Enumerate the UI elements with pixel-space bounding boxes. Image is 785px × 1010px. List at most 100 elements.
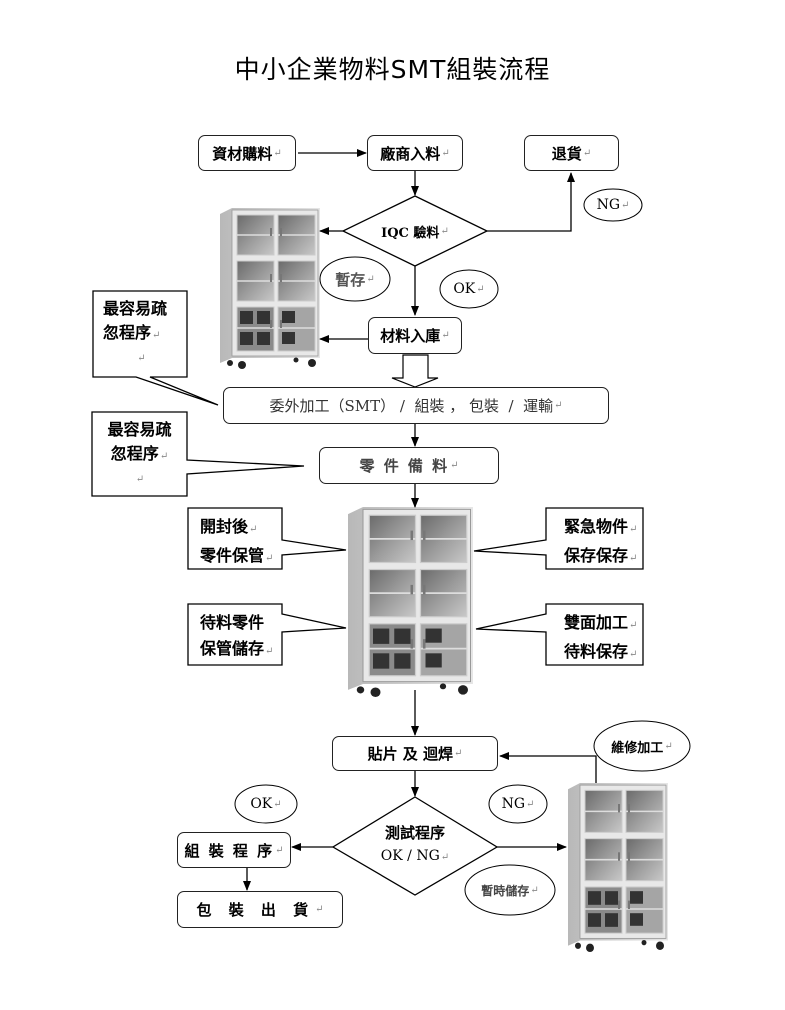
callout-line: 待料保存↵ <box>564 639 637 668</box>
ok-text: OK <box>453 281 476 297</box>
node-return-goods: 退貨↵ <box>524 135 619 171</box>
return-mark: ↵ <box>265 646 274 657</box>
return-mark: ↵ <box>454 748 463 759</box>
callout-pending-parts: 待料零件 保管儲存↵ <box>190 606 283 669</box>
node-parts-prep-label: 零 件 備 料 <box>359 457 450 475</box>
temp-storage-text: 暫存 <box>335 270 366 289</box>
node-test: 測試程序 OK / NG↵ <box>360 822 470 868</box>
return-mark: ↵ <box>315 904 324 915</box>
return-mark: ↵ <box>366 273 375 285</box>
return-mark: ↵ <box>249 524 258 535</box>
repair-label: 維修加工↵ <box>594 737 690 756</box>
ng-ellipse-bottom <box>488 784 548 824</box>
return-mark: ↵ <box>265 553 274 564</box>
callout-overlooked-2: 最容易疏 忽程序↵ ↵ <box>92 414 187 492</box>
return-mark: ↵ <box>629 620 638 631</box>
callout-line-text: 開封後 <box>200 517 249 536</box>
return-mark: ↵ <box>152 330 161 341</box>
ng-label-bottom: NG↵ <box>489 795 547 813</box>
return-mark: ↵ <box>582 147 592 159</box>
callout-line: 雙面加工↵ <box>564 610 637 639</box>
ok-ellipse-bottom <box>234 784 298 824</box>
arrow-repair-to-smt <box>499 752 597 783</box>
callout-line: 保存保存↵ <box>564 543 637 572</box>
return-mark: ↵ <box>275 844 284 856</box>
node-assembly: 組 裝 程 序↵ <box>177 832 291 868</box>
dry-cabinet-image-middle <box>347 506 474 698</box>
node-pack-ship-label: 包 裝 出 貨 <box>196 901 315 919</box>
node-parts-prep: 零 件 備 料↵ <box>319 447 499 484</box>
callout-line: ↵ <box>103 348 179 367</box>
ok-text: OK <box>250 796 273 812</box>
return-mark: ↵ <box>629 649 638 660</box>
callout-line-text: 保管儲存 <box>200 639 265 658</box>
return-mark: ↵ <box>273 798 282 810</box>
return-mark: ↵ <box>137 353 146 364</box>
node-assembly-label: 組 裝 程 序 <box>184 841 275 860</box>
callout-shape-overlooked-1 <box>92 290 219 406</box>
return-mark: ↵ <box>629 524 638 535</box>
node-return-goods-label: 退貨 <box>551 144 582 163</box>
callout-line: 待料零件 <box>200 613 265 632</box>
return-mark: ↵ <box>441 330 450 341</box>
ok-label-top: OK↵ <box>440 280 498 298</box>
callout-overlooked-1: 最容易疏 忽程序↵ ↵ <box>95 293 187 371</box>
dry-cabinet-image-top <box>219 207 321 370</box>
node-smt-reflow: 貼片 及 迴焊↵ <box>332 736 498 771</box>
return-mark: ↵ <box>440 851 450 863</box>
callout-line: 緊急物件↵ <box>564 514 637 543</box>
return-mark: ↵ <box>629 553 638 564</box>
node-test-label: 測試程序 <box>384 823 445 842</box>
ng-text: NG <box>596 197 621 213</box>
callout-line: 零件保管↵ <box>200 543 273 572</box>
ok-ellipse-top <box>439 269 499 309</box>
ng-text: NG <box>501 796 526 812</box>
node-vendor-incoming-label: 廠商入料 <box>380 144 441 163</box>
callout-line: 開封後↵ <box>200 514 273 543</box>
callout-line: 最容易疏 <box>103 299 168 318</box>
repair-ellipse <box>593 720 691 772</box>
test-decision-diamond <box>331 796 499 896</box>
callout-shape-overlooked-2 <box>91 411 305 497</box>
node-vendor-incoming: 廠商入料↵ <box>367 135 463 171</box>
callout-line-text: 雙面加工 <box>564 613 629 632</box>
repair-text: 維修加工 <box>611 740 664 756</box>
temp-storage-ellipse <box>319 256 391 302</box>
callout-line: 最容易疏 <box>107 420 172 439</box>
node-purchase: 資材購料↵ <box>198 135 296 171</box>
callout-line-text: 緊急物件 <box>564 517 629 536</box>
return-mark: ↵ <box>273 147 282 159</box>
callout-shape-double-side <box>475 603 644 666</box>
callout-line: ↵ <box>98 469 181 488</box>
temp-storage-label: 暫存↵ <box>320 268 390 290</box>
node-test-result-label: OK / NG↵ <box>381 845 449 869</box>
return-mark: ↵ <box>476 283 485 295</box>
block-arrow-down <box>391 354 439 388</box>
callout-urgent: 緊急物件↵ 保存保存↵ <box>554 510 647 576</box>
return-mark: ↵ <box>450 460 459 471</box>
node-iqc-label: IQC 驗料 <box>381 225 440 241</box>
callout-after-open: 開封後↵ 零件保管↵ <box>190 510 283 576</box>
temp-storage-bottom-text: 暫時儲存 <box>481 883 530 898</box>
return-mark: ↵ <box>621 199 630 211</box>
return-mark: ↵ <box>135 474 145 485</box>
node-smt-reflow-label: 貼片 及 迴焊 <box>367 745 454 763</box>
node-outsource: 委外加工（SMT） / 組裝 ， 包裝 / 運輸↵ <box>223 387 609 424</box>
node-warehouse-in: 材料入庫↵ <box>368 317 462 354</box>
callout-double-side: 雙面加工↵ 待料保存↵ <box>554 606 647 672</box>
callout-line-text: 忽程序 <box>110 444 159 463</box>
node-purchase-label: 資材購料 <box>212 144 273 163</box>
node-pack-ship: 包 裝 出 貨↵ <box>177 891 343 928</box>
return-mark: ↵ <box>664 740 673 752</box>
arrow-iqc-ng-to-return <box>487 172 575 232</box>
page-title: 中小企業物料SMT組裝流程 <box>234 55 551 84</box>
callout-line-text: 零件保管 <box>200 546 265 565</box>
callout-shape-pending-parts <box>187 603 347 666</box>
temp-storage-bottom-label: 暫時儲存↵ <box>465 880 555 900</box>
ng-label-top: NG↵ <box>584 196 642 214</box>
callout-line-text: 忽程序 <box>103 323 152 342</box>
ok-label-bottom: OK↵ <box>235 795 297 813</box>
callout-shape-after-open <box>187 507 347 570</box>
return-mark: ↵ <box>526 798 535 810</box>
